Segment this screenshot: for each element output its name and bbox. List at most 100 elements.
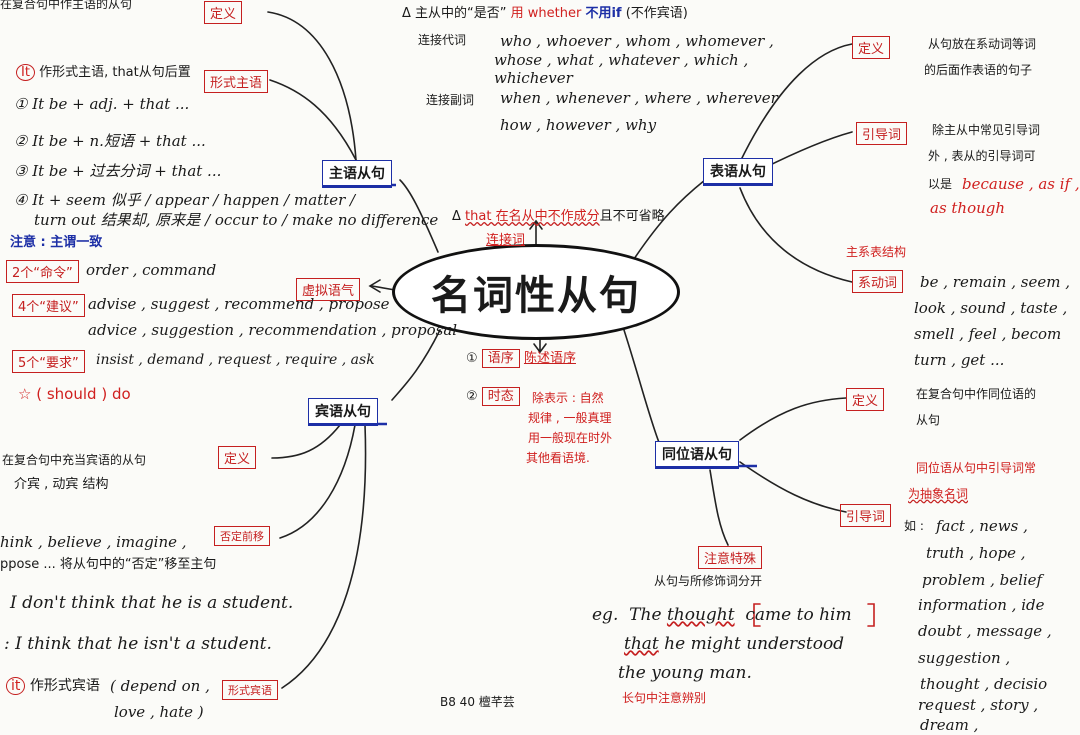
pred-intro-text-3: 以是 <box>928 177 953 191</box>
connector-app-special <box>709 469 729 546</box>
app-intro-red-2: 为抽象名词 <box>908 487 969 501</box>
suggest-label: 4个“建议” <box>12 294 85 317</box>
tense-box[interactable]: 时态 <box>481 387 520 406</box>
bracket-left <box>753 603 761 627</box>
subject-pattern-3: ③ It be + 过去分词 + that ... <box>14 162 222 180</box>
pronoun-list-2: whose , what , whatever , which , <box>494 51 749 69</box>
pred-intro-text-1: 除主从中常见引导词 <box>932 123 1041 137</box>
tense-text-3: 用一般现在时外 <box>528 431 613 445</box>
object-example-2: : I think that he isn't a student. <box>4 634 272 654</box>
object-formal-line: it 作形式宾语 <box>6 677 100 695</box>
connector-subject <box>399 179 439 253</box>
object-formal-words-2: love , hate ) <box>114 703 204 721</box>
central-title: 名词性从句 <box>431 272 641 319</box>
connector-subjunctive <box>371 285 396 291</box>
arrow-up-conj <box>529 219 543 245</box>
request-label: 5个“要求” <box>12 350 85 373</box>
subject-pattern-1: ① It be + adj. + that ... <box>14 95 190 113</box>
object-neg-words: hink , believe , imagine , <box>0 533 187 551</box>
connector-obj-neg <box>279 424 356 539</box>
appositive-clause-node[interactable]: 同位语从句 <box>655 441 739 469</box>
command-words: order , command <box>86 261 217 279</box>
object-formal-words-1: ( depend on , <box>110 677 210 695</box>
pred-intro-red-2: as though <box>930 199 1006 217</box>
app-special-box[interactable]: 注意特殊 <box>698 546 763 569</box>
app-example-2: that he might understood <box>624 634 845 654</box>
whether-note: Δ 主从中的“是否” 用 whether 不用if (不作宾语) <box>402 6 688 21</box>
subject-pattern-2: ② It be + n.短语 + that ... <box>14 132 206 150</box>
tense-text-2: 规律 , 一般真理 <box>528 411 612 425</box>
app-intro-box[interactable]: 引导词 <box>840 504 892 527</box>
subject-clause-node[interactable]: 主语从句 <box>322 160 392 188</box>
pred-def-box[interactable]: 定义 <box>852 36 891 59</box>
connector-subject-def <box>267 11 357 161</box>
pred-structure-label: 主系表结构 <box>846 245 907 259</box>
connector-app-def <box>739 397 847 441</box>
pred-intro-box[interactable]: 引导词 <box>856 122 908 145</box>
app-intro-red-1: 同位语从句中引导词常 <box>916 461 1037 475</box>
word-order-box[interactable]: 语序 <box>481 349 520 368</box>
noun-list-8: request , story , <box>918 696 1039 714</box>
bracket-right <box>867 603 875 627</box>
pred-intro-red-1: because , as if , <box>962 175 1080 193</box>
connector-obj-def <box>271 424 341 459</box>
should-do-line: ☆ ( should ) do <box>18 385 131 403</box>
subject-def-box[interactable]: 定义 <box>204 1 243 24</box>
object-def-box[interactable]: 定义 <box>218 446 257 469</box>
suggest-words-1: advise , suggest , recommend , propose <box>88 295 390 313</box>
it-circle: It <box>16 64 35 81</box>
adverb-list-2: how , however , why <box>500 116 657 134</box>
that-note: Δ that 在名从中不作成分且不可省略 <box>452 209 665 224</box>
link-verbs-2: look , sound , taste , <box>914 299 1068 317</box>
command-label: 2个“命令” <box>6 260 79 283</box>
pred-intro-text-2: 外 , 表从的引导词可 <box>928 149 1036 163</box>
adverb-list-1: when , whenever , where , wherever <box>500 89 778 107</box>
object-formal-box[interactable]: 形式宾语 <box>222 680 278 700</box>
subjunctive-box[interactable]: 虚拟语气 <box>296 278 361 301</box>
link-verbs-4: turn , get ... <box>914 351 1005 369</box>
app-def-box[interactable]: 定义 <box>846 388 885 411</box>
subject-def-text: 在复合句中作主语的从句 <box>0 0 133 11</box>
noun-list-2: truth , hope , <box>926 544 1026 562</box>
object-neg-box[interactable]: 否定前移 <box>214 526 270 546</box>
connector-subject-formal <box>269 79 357 161</box>
pred-def-text-1: 从句放在系动词等词 <box>928 37 1037 51</box>
connector-predicative <box>631 179 706 263</box>
connector-object <box>391 329 441 401</box>
predicative-clause-node[interactable]: 表语从句 <box>703 158 773 186</box>
tense-text-4: 其他看语境. <box>526 451 590 465</box>
subject-pattern-4b: turn out 结果却, 原来是 / occur to / make no d… <box>34 211 439 229</box>
conj-label: 连接词 <box>486 233 526 248</box>
noun-list-4: information , ide <box>918 596 1045 614</box>
pronoun-list-1: who , whoever , whom , whomever , <box>500 32 774 50</box>
arrow-left-subjunctive <box>368 279 381 293</box>
it-formal-line: It 作形式主语, that从句后置 <box>16 64 191 81</box>
pred-link-box[interactable]: 系动词 <box>852 270 904 293</box>
pronoun-label: 连接代词 <box>418 33 467 47</box>
author-signature: B8 40 檀芊芸 <box>440 695 515 709</box>
subject-formal-box[interactable]: 形式主语 <box>204 70 269 93</box>
app-note-red: 长句中注意辨别 <box>622 691 707 705</box>
object-clause-node[interactable]: 宾语从句 <box>308 398 378 426</box>
noun-list-9: dream , <box>920 716 979 734</box>
central-topic[interactable]: 名词性从句 <box>392 244 680 340</box>
pronoun-list-3: whichever <box>494 69 573 87</box>
subject-pattern-4: ④ It + seem 似乎 / appear / happen / matte… <box>14 191 356 209</box>
connector-pred-intro <box>759 131 853 171</box>
nouns-prefix: 如 : <box>904 519 924 533</box>
app-def-text-1: 在复合句中作同位语的 <box>916 387 1037 401</box>
connector-pred-def <box>739 43 853 163</box>
app-special-text: 从句与所修饰词分开 <box>654 574 763 588</box>
object-neg-words-2: ppose ... 将从句中的“否定”移至主句 <box>0 557 217 572</box>
object-example-1: I don't think that he is a student. <box>10 593 294 613</box>
subject-agreement-note: 注意 : 主谓一致 <box>10 235 103 250</box>
pred-def-text-2: 的后面作表语的句子 <box>924 63 1033 77</box>
word-order-line: ① 语序 陈述语序 <box>466 349 576 368</box>
it-circle-object: it <box>6 677 26 695</box>
connector-appositive <box>623 329 661 446</box>
suggest-words-2: advice , suggestion , recommendation , p… <box>88 321 458 339</box>
noun-list-1: fact , news , <box>936 517 1028 535</box>
noun-list-5: doubt , message , <box>918 622 1052 640</box>
noun-list-3: problem , belief <box>922 571 1043 589</box>
